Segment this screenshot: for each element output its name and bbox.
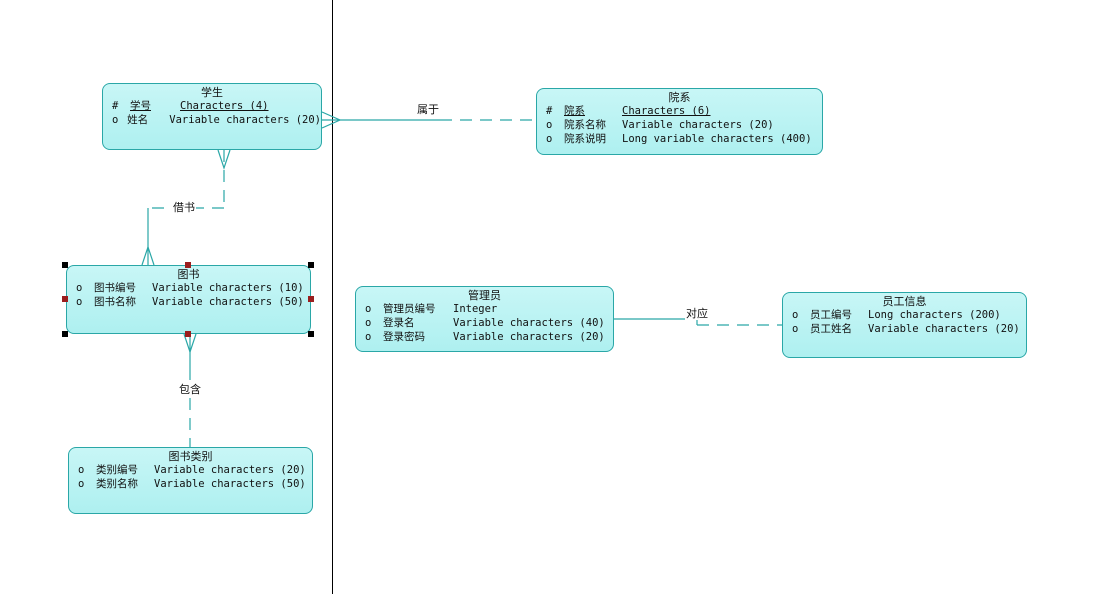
entity-admin[interactable]: 管理员 o 管理员编号 Integer o 登录名 Variable chara…: [355, 286, 614, 352]
selection-handle-middle-right[interactable]: [308, 296, 314, 302]
attribute-row: # 学号 Characters (4): [112, 100, 269, 112]
attribute-row: o 类别编号 Variable characters (20): [78, 464, 306, 476]
rel-label-borrows[interactable]: 借书: [172, 201, 196, 214]
attribute-row: o 员工编号 Long characters (200): [792, 309, 1001, 321]
selection-handle-bottom-left[interactable]: [62, 331, 68, 337]
crowfoot-book-top: [141, 245, 155, 266]
attribute-row: o 管理员编号 Integer: [365, 303, 498, 315]
attribute-row: o 院系说明 Long variable characters (400): [546, 133, 812, 145]
entity-book[interactable]: 图书 o 图书编号 Variable characters (10) o 图书名…: [66, 265, 311, 334]
selection-handle-top-right[interactable]: [308, 262, 314, 268]
entity-title: 院系: [668, 91, 691, 104]
attribute-row: o 院系名称 Variable characters (20): [546, 119, 774, 131]
crowfoot-student-bottom: [217, 149, 231, 170]
attribute-row: o 图书编号 Variable characters (10): [76, 282, 304, 294]
attribute-row: o 图书名称 Variable characters (50): [76, 296, 304, 308]
entity-title: 员工信息: [882, 295, 927, 308]
rel-label-corresponds[interactable]: 对应: [685, 307, 709, 320]
attribute-row: o 登录名 Variable characters (40): [365, 317, 605, 329]
entity-title: 图书类别: [168, 450, 213, 463]
rel-label-contains[interactable]: 包含: [178, 383, 202, 396]
canvas-divider-line: [332, 0, 333, 594]
entity-book-category[interactable]: 图书类别 o 类别编号 Variable characters (20) o 类…: [68, 447, 313, 514]
attribute-row: o 员工姓名 Variable characters (20): [792, 323, 1020, 335]
rel-label-belongs-to[interactable]: 属于: [416, 103, 440, 116]
attribute-row: o 类别名称 Variable characters (50): [78, 478, 306, 490]
attribute-row: # 院系 Characters (6): [546, 105, 711, 117]
attribute-row: o 登录密码 Variable characters (20): [365, 331, 605, 343]
crowfoot-book-bottom: [183, 333, 197, 354]
crowfoot-student: [321, 111, 342, 129]
selection-handle-middle-left[interactable]: [62, 296, 68, 302]
entity-title: 图书: [177, 268, 200, 281]
entity-department[interactable]: 院系 # 院系 Characters (6) o 院系名称 Variable c…: [536, 88, 823, 155]
attribute-row: o 姓名 Variable characters (20): [112, 114, 321, 126]
entity-staff-info[interactable]: 员工信息 o 员工编号 Long characters (200) o 员工姓名…: [782, 292, 1027, 358]
entity-student[interactable]: 学生 # 学号 Characters (4) o 姓名 Variable cha…: [102, 83, 322, 150]
entity-title: 管理员: [468, 289, 501, 302]
selection-handle-top-left[interactable]: [62, 262, 68, 268]
selection-handle-bottom-right[interactable]: [308, 331, 314, 337]
selection-handle-bottom-center[interactable]: [185, 331, 191, 337]
selection-handle-top-center[interactable]: [185, 262, 191, 268]
entity-title: 学生: [201, 86, 223, 99]
